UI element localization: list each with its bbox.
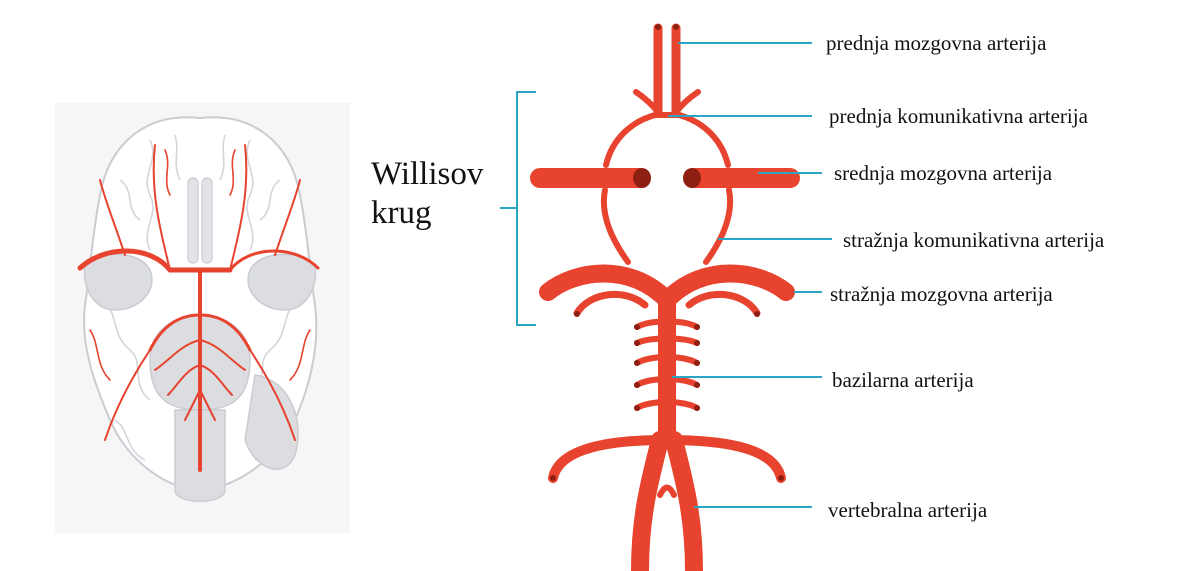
anterior-cerebral-openings (655, 24, 679, 30)
anterior-cerebral-arteries (636, 28, 698, 112)
label-posterior-cerebral-artery: stražnja mozgovna arterija (830, 284, 1053, 305)
label-middle-cerebral-artery: srednja mozgovna arterija (834, 163, 1052, 184)
vertebral-openings (550, 475, 784, 481)
willis-title-line-1: Willisov (371, 155, 483, 194)
label-posterior-communicating-artery: stražnja komunikativna arterija (843, 230, 1104, 251)
willis-circle-title: Willisov krug (371, 155, 483, 233)
vertebral-arteries (640, 440, 694, 571)
label-basilar-artery: bazilarna arterija (832, 370, 974, 391)
willis-circle-ring (604, 115, 730, 262)
label-anterior-cerebral-artery: prednja mozgovna arterija (826, 33, 1046, 54)
middle-cerebral-openings (633, 168, 701, 188)
willis-title-line-2: krug (371, 194, 483, 233)
willis-bracket (500, 92, 536, 325)
label-vertebral-artery: vertebralna arterija (828, 500, 987, 521)
label-anterior-communicating-artery: prednja komunikativna arterija (829, 106, 1088, 127)
